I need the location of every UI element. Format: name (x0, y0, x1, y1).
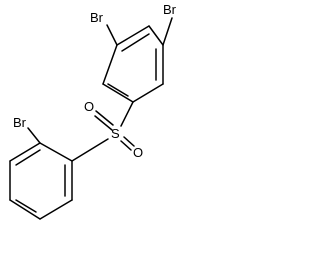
bond-sulfur-oxygen-right-a (123, 136, 135, 147)
bond-upper-double-c (107, 83, 129, 97)
atom-br-upper-left: Br (90, 10, 104, 25)
bond-upper-double-a (121, 33, 150, 52)
bond-upper-4 (132, 83, 164, 103)
atom-oxygen-right: O (133, 145, 143, 160)
upper-benzene-ring (102, 17, 173, 103)
bond-lower-2 (39, 199, 73, 220)
atom-labels: Br Br S O O Br (13, 2, 177, 160)
bond-sulfur-oxygen-left-a (95, 110, 114, 126)
bond-upper-br-right (162, 17, 173, 46)
bond-lower-5 (9, 142, 41, 162)
bond-ring-sulfur (120, 101, 134, 127)
sulfonyl-group (71, 101, 135, 162)
bond-sulfur-ring (71, 138, 109, 162)
bond-lower-6 (39, 142, 73, 162)
atom-oxygen-left: O (84, 99, 94, 114)
bond-lower-double-b (15, 199, 37, 213)
lower-benzene-ring (9, 127, 73, 220)
bond-upper-1 (116, 25, 150, 46)
bond-sulfur-oxygen-right-b (120, 140, 132, 151)
bond-upper-6 (102, 44, 118, 85)
atom-sulfur: S (111, 126, 120, 141)
bond-upper-2 (148, 25, 164, 46)
bond-lower-double-c (15, 149, 41, 166)
structure-diagram: Br Br S O O Br (9, 2, 177, 220)
bond-lower-3 (9, 199, 41, 220)
bond-lower-br (27, 127, 41, 144)
bond-sulfur-oxygen-left-b (94, 115, 113, 131)
atom-br-upper-right: Br (163, 2, 177, 17)
bond-upper-br-left (106, 24, 118, 46)
bond-upper-5 (102, 83, 134, 103)
atom-br-lower: Br (13, 115, 27, 130)
